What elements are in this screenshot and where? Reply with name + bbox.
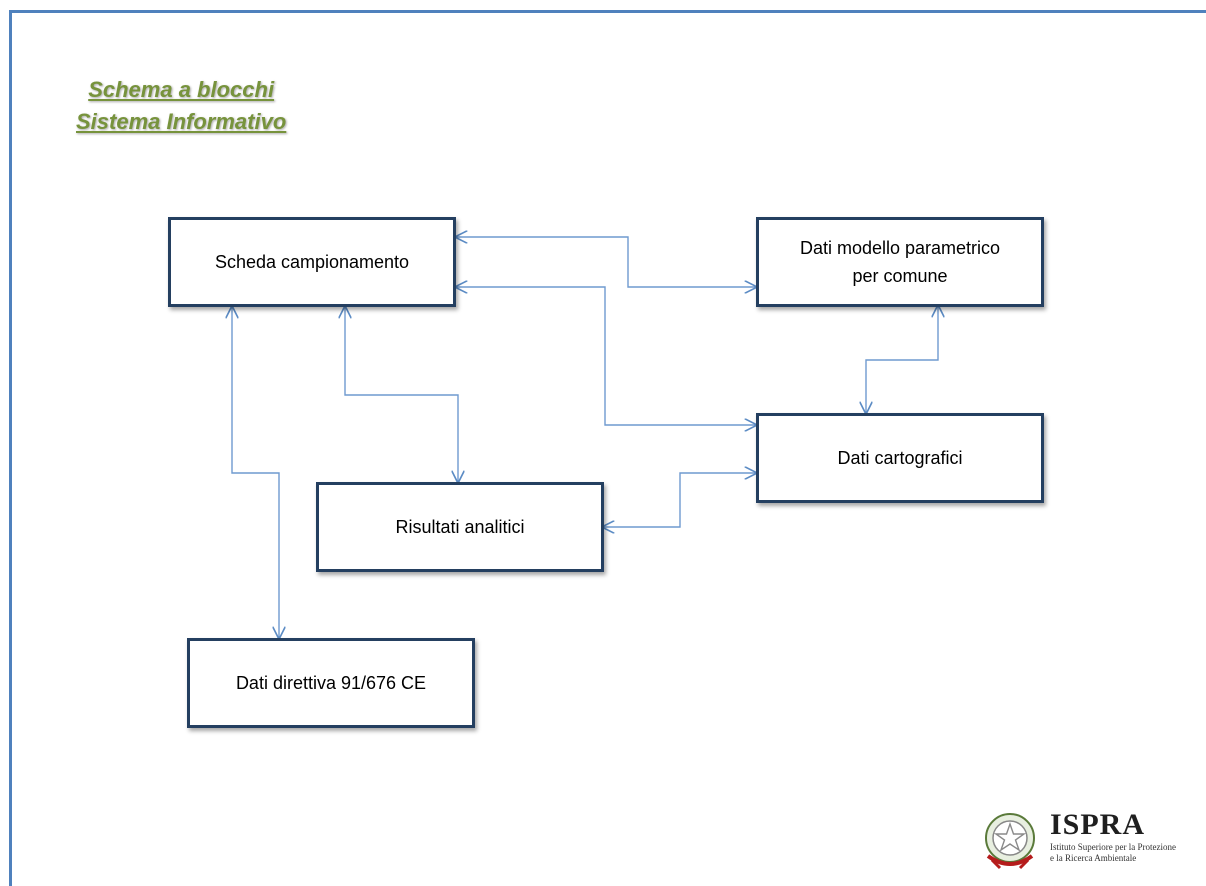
box-cartografici-label: Dati cartografici bbox=[837, 448, 963, 468]
box-dati-modello-parametrico: Dati modello parametrico per comune bbox=[756, 217, 1044, 307]
connector-modello-cartografici bbox=[866, 306, 938, 413]
logo-name: ISPRA bbox=[1050, 808, 1146, 841]
title-line-1: Schema a blocchi bbox=[88, 77, 275, 102]
slide-title: Schema a blocchi Sistema Informativo bbox=[76, 74, 286, 138]
title-line-2: Sistema Informativo bbox=[76, 109, 287, 134]
box-modello-label: Dati modello parametrico per comune bbox=[800, 234, 1000, 290]
logo-subtitle: Istituto Superiore per la Protezione e l… bbox=[1050, 842, 1200, 864]
box-scheda-campionamento: Scheda campionamento bbox=[168, 217, 456, 307]
connector-cartografici-risultati bbox=[603, 473, 756, 527]
box-dati-cartografici: Dati cartografici bbox=[756, 413, 1044, 503]
connector-scheda-modello bbox=[456, 237, 756, 287]
box-scheda-label: Scheda campionamento bbox=[214, 252, 410, 272]
emblem-icon bbox=[985, 813, 1035, 870]
connector-scheda-cartografici bbox=[456, 287, 756, 425]
slide-frame bbox=[9, 10, 1206, 886]
box-modello-label-line1: Dati modello parametrico bbox=[799, 238, 1001, 258]
ispra-logo: ISPRA Istituto Superiore per la Protezio… bbox=[978, 808, 1198, 878]
box-risultati-analitici: Risultati analitici bbox=[316, 482, 604, 572]
connector-scheda-risultati bbox=[345, 307, 458, 482]
connector-scheda-direttiva bbox=[232, 307, 279, 638]
box-risultati-label: Risultati analitici bbox=[395, 517, 525, 537]
box-dati-direttiva: Dati direttiva 91/676 CE bbox=[187, 638, 475, 728]
box-modello-label-line2: per comune bbox=[852, 266, 948, 286]
logo-subtitle-line1: Istituto Superiore per la Protezione bbox=[1050, 842, 1176, 852]
box-direttiva-label: Dati direttiva 91/676 CE bbox=[235, 673, 427, 693]
logo-subtitle-line2: e la Ricerca Ambientale bbox=[1050, 853, 1137, 863]
